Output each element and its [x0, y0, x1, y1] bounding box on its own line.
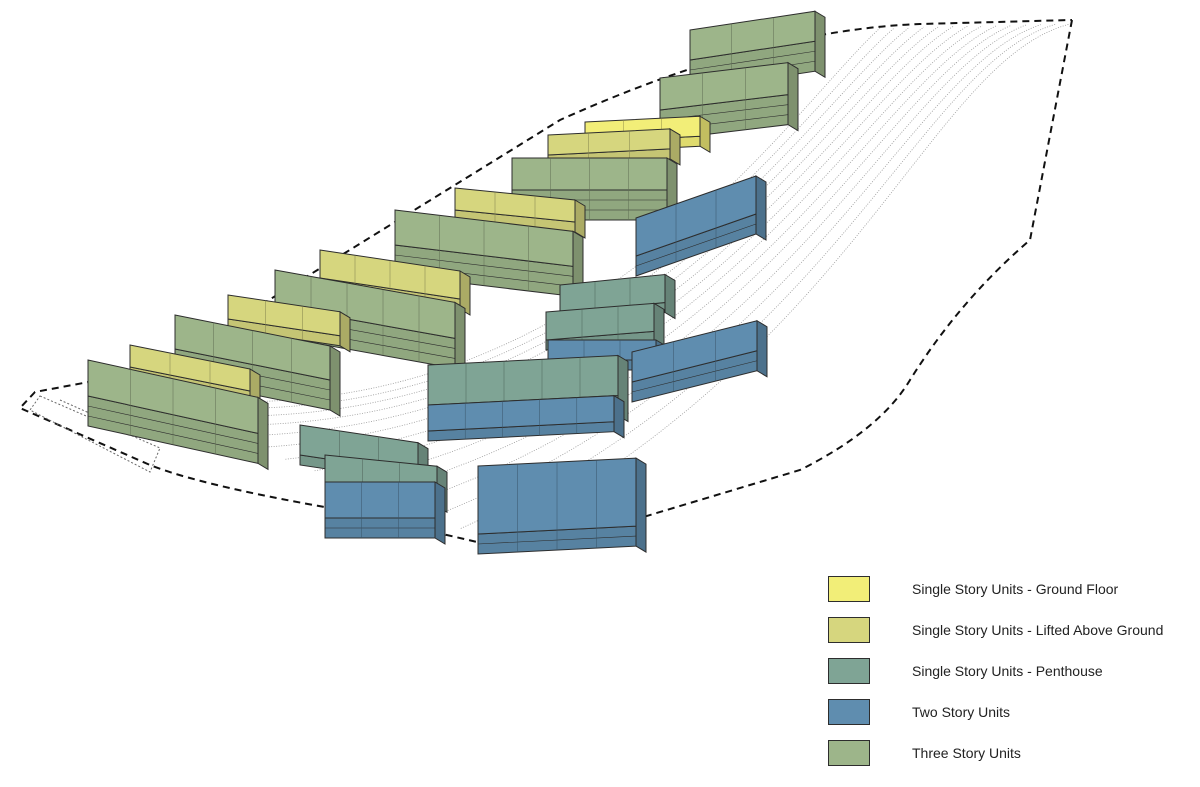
legend-label-lifted: Single Story Units - Lifted Above Ground	[912, 622, 1164, 638]
legend-item-three-story: Three Story Units	[828, 740, 1188, 781]
building-side-face	[814, 10, 826, 79]
building-side-face	[699, 115, 711, 154]
contour-line	[197, 26, 925, 426]
legend-swatch-three-story	[828, 740, 870, 766]
building-side-face	[574, 199, 586, 239]
building-side-face	[635, 457, 647, 553]
contour-line	[460, 23, 1056, 529]
contour-line	[139, 27, 895, 409]
contour-line	[402, 24, 1027, 506]
contour-line	[226, 26, 939, 437]
building-two-story-13	[635, 175, 767, 277]
contour-line	[489, 23, 1071, 541]
legend-swatch-two-story	[828, 699, 870, 725]
building-two-story-22	[324, 481, 446, 545]
legend-label-penthouse: Single Story Units - Penthouse	[912, 663, 1103, 679]
site-massing-diagram	[18, 10, 1073, 555]
building-lifted-3	[547, 128, 681, 166]
building-side-face	[613, 394, 625, 439]
floor-line	[631, 360, 758, 393]
legend-swatch-ground-floor	[828, 576, 870, 602]
building-side-face	[434, 481, 446, 545]
building-top-face	[324, 481, 436, 519]
building-masses	[87, 10, 826, 555]
building-side-face	[755, 175, 767, 241]
legend-label-three-story: Three Story Units	[912, 745, 1021, 761]
floor-line	[689, 50, 816, 71]
legend-item-ground-floor: Single Story Units - Ground Floor	[828, 576, 1188, 617]
building-side-face	[756, 319, 768, 378]
building-top-face	[427, 354, 619, 406]
building-side-face	[664, 273, 676, 320]
building-lifted-5	[454, 187, 586, 239]
building-top-face	[274, 269, 456, 339]
legend-item-penthouse: Single Story Units - Penthouse	[828, 658, 1188, 699]
building-lifted-9	[227, 294, 351, 353]
building-top-face	[427, 395, 615, 432]
building-three-story-12	[87, 359, 269, 471]
legend-item-lifted: Single Story Units - Lifted Above Ground	[828, 617, 1188, 658]
building-two-story-19	[631, 319, 768, 403]
building-side-face	[669, 128, 681, 166]
building-side-face	[339, 310, 351, 353]
building-side-face	[329, 345, 341, 417]
legend-label-two-story: Two Story Units	[912, 704, 1011, 720]
building-two-story-23	[477, 457, 647, 555]
building-two-story-18	[427, 394, 625, 442]
building-side-face	[787, 61, 799, 132]
legend-label-ground-floor: Single Story Units - Ground Floor	[912, 581, 1119, 597]
legend-swatch-lifted	[828, 617, 870, 643]
building-side-face	[257, 396, 269, 471]
building-top-face	[227, 294, 341, 337]
floor-line	[635, 223, 757, 267]
contour-line	[256, 26, 954, 449]
contour-line	[431, 24, 1041, 518]
legend-swatch-penthouse	[828, 658, 870, 684]
legend: Single Story Units - Ground Floor Single…	[828, 576, 1188, 781]
legend-item-two-story: Two Story Units	[828, 699, 1188, 740]
